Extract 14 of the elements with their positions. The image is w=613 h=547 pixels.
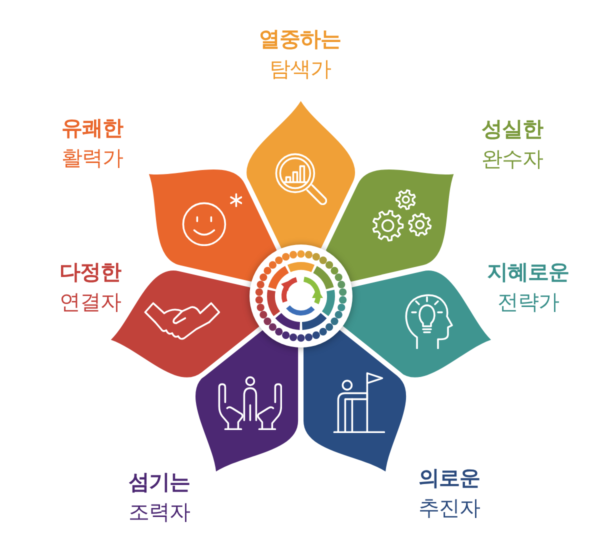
label-heading: 열중하는 xyxy=(259,26,341,53)
label-heading: 유쾌한 xyxy=(61,115,123,142)
label-text: 탐색가 xyxy=(269,56,331,83)
label-heading: 다정한 xyxy=(59,259,121,286)
label-text: 추진자 xyxy=(418,495,480,522)
label-heading: 의로운 xyxy=(418,465,480,492)
label-heading: 지혜로운 xyxy=(487,259,569,286)
label-heading: 섬기는 xyxy=(128,469,190,496)
label-text: 전략가 xyxy=(497,289,559,316)
label-text: 완수자 xyxy=(481,146,543,173)
label-heading: 성실한 xyxy=(481,116,543,143)
label-text: 활력가 xyxy=(61,145,123,172)
label-text: 연결자 xyxy=(59,289,121,316)
label-text: 조력자 xyxy=(128,499,190,526)
